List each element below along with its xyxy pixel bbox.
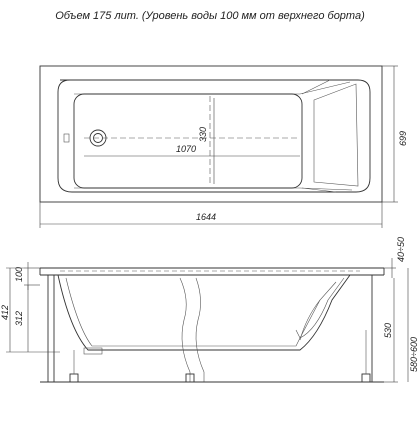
plan-backrest-face <box>313 83 359 187</box>
side-tub-body <box>57 274 351 351</box>
panel-height-label: 530 <box>383 323 393 338</box>
side-tub-inner <box>65 277 345 347</box>
install-height-label: 580÷600 <box>409 337 419 372</box>
overall-length-label: 1644 <box>196 212 216 222</box>
side-drain <box>83 347 103 355</box>
plan-slope-lines <box>74 81 353 191</box>
leg-foot-right <box>361 373 371 383</box>
inner-length-label: 1070 <box>176 144 196 154</box>
rim-height-label: 40÷50 <box>396 237 406 262</box>
plan-outer-rim <box>39 65 383 203</box>
panel-break-line-right <box>195 277 205 382</box>
plan-backrest-top <box>301 79 331 95</box>
total-height-label: 412 <box>0 305 10 320</box>
plan-view: 1070 330 699 1644 <box>39 65 408 228</box>
inner-width-label: 330 <box>198 127 208 142</box>
leg-foot-middle <box>185 373 195 383</box>
plan-inner-rim <box>57 79 371 193</box>
overall-width-label: 699 <box>398 131 408 146</box>
plan-backrest-bottom <box>301 187 337 193</box>
bottom-height-label: 312 <box>14 311 24 326</box>
volume-caption: Объем 175 лит. (Уровень воды 100 мм от в… <box>55 10 365 22</box>
side-view: 40÷50 100 412 312 530 580÷600 <box>0 237 419 383</box>
plan-bowl-bottom <box>73 93 303 189</box>
overflow-hole <box>63 133 70 143</box>
side-backrest-curve <box>299 299 321 341</box>
leg-foot-left <box>69 373 79 383</box>
water-depth-label: 100 <box>14 267 24 282</box>
side-backrest <box>295 281 337 339</box>
panel-break-line-left <box>179 277 191 382</box>
